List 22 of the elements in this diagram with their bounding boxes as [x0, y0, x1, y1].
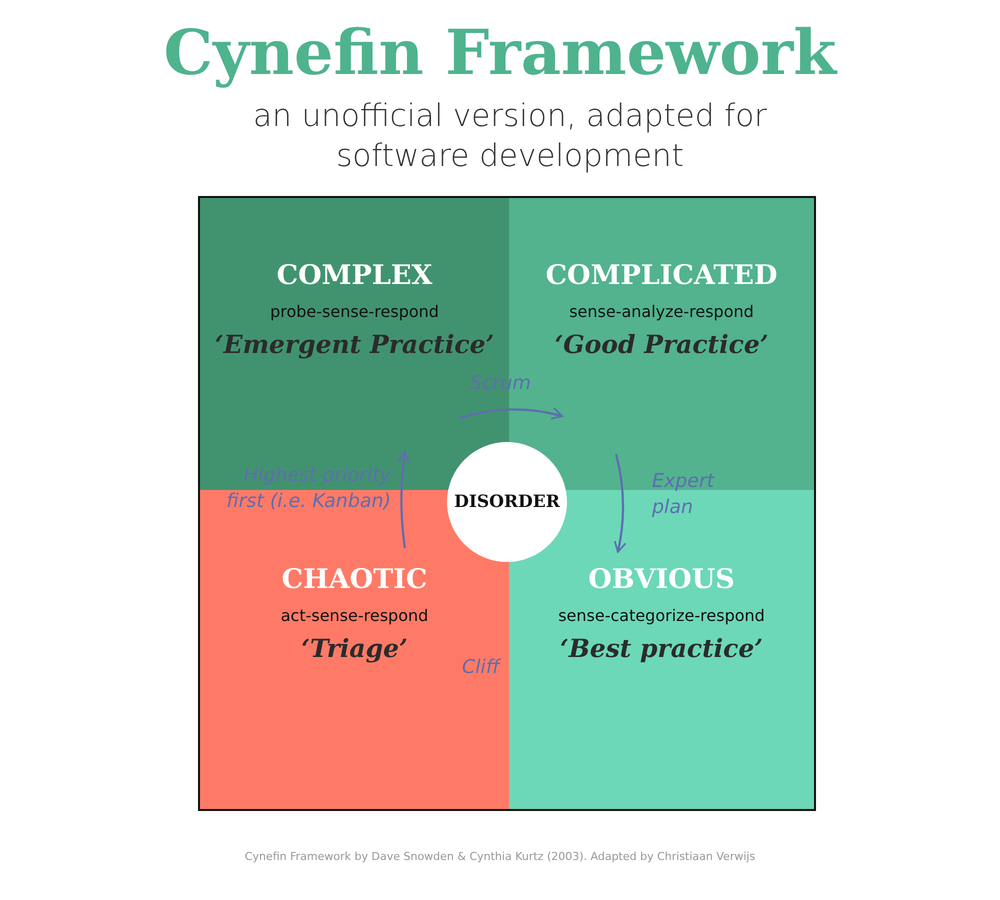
boundary-label: Cliff	[462, 655, 500, 680]
arrow	[614, 454, 626, 553]
credit-caption: Cynefin Framework by Dave Snowden & Cynthia Kurtz (2003). Adapted by Christiaan Verwijs	[244, 850, 756, 863]
approach-text: act-sense-respond	[280, 606, 428, 625]
edge-label: Scrum	[470, 371, 532, 396]
domain-heading: COMPLEX	[276, 260, 432, 291]
edge-label: Highest priority first (i.e. Kanban)	[226, 463, 391, 514]
edge-label: Expert plan	[652, 469, 716, 520]
domain-heading: OBVIOUS	[588, 564, 735, 595]
approach-text: sense-categorize-respond	[558, 606, 765, 625]
subtitle: an unofficial version, adapted for software development	[252, 97, 768, 176]
practice-text: ‘Best practice’	[560, 634, 763, 663]
approach-text: sense-analyze-respond	[569, 302, 754, 321]
title-heading: Cynefin Framework	[162, 15, 838, 91]
arrow	[460, 407, 563, 420]
approach-text: probe-sense-respond	[270, 302, 439, 321]
practice-text: ‘Emergent Practice’	[214, 330, 494, 359]
arrow	[397, 451, 410, 548]
practice-text: ‘Triage’	[301, 634, 408, 663]
domain-heading: CHAOTIC	[282, 564, 428, 595]
practice-text: ‘Good Practice’	[554, 330, 768, 359]
domain-heading: COMPLICATED	[546, 260, 778, 291]
